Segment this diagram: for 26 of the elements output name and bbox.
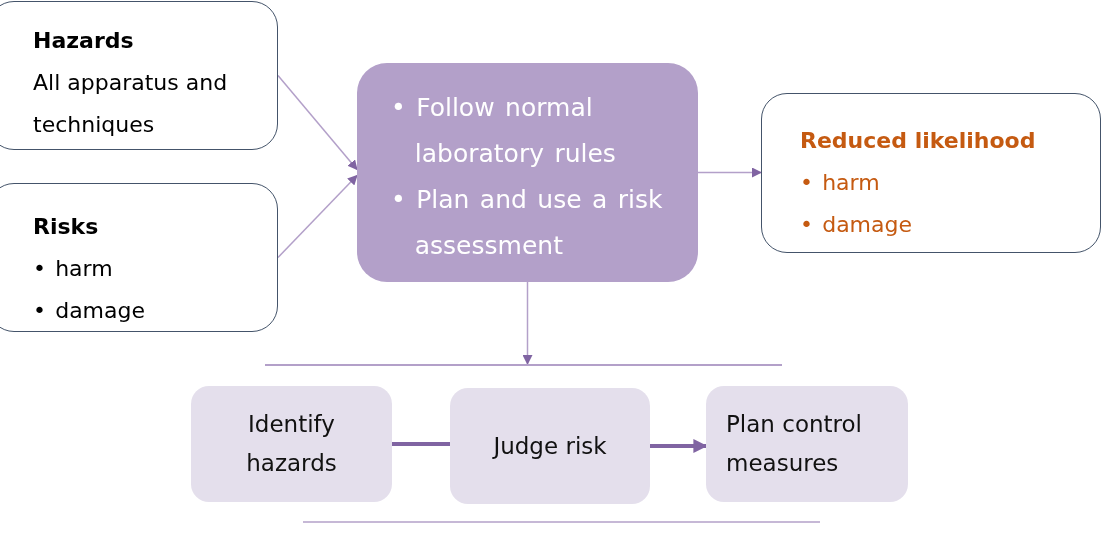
card-heading: Hazards (33, 27, 135, 55)
text-card (761, 93, 1101, 253)
card-heading: Reduced likelihood (800, 127, 1037, 155)
bullet-item: • Follow normal laboratory rules (391, 92, 617, 170)
divider-bar (265, 364, 782, 366)
bullet-item: • harm (800, 169, 881, 197)
step-box (450, 388, 650, 504)
arrow (277, 174, 358, 259)
step-box (191, 386, 392, 502)
bullet-item: • damage (33, 297, 147, 325)
step-box (706, 386, 908, 502)
process-box (357, 63, 698, 282)
card-text: All apparatus and techniques (33, 69, 229, 139)
arrow (697, 167, 762, 178)
text-card (0, 183, 278, 332)
arrow (650, 439, 708, 453)
arrow (522, 281, 533, 365)
step-label: Judge risk (493, 431, 607, 461)
step-label: Identify hazards (245, 410, 338, 478)
arrow (277, 74, 358, 171)
bullet-item: • damage (800, 211, 914, 239)
bullet-item: • harm (33, 255, 114, 283)
card-heading: Risks (33, 213, 100, 241)
text-card (0, 1, 278, 150)
bullet-item: • Plan and use a risk assessment (391, 184, 664, 262)
step-label: Plan control measures (726, 410, 863, 478)
